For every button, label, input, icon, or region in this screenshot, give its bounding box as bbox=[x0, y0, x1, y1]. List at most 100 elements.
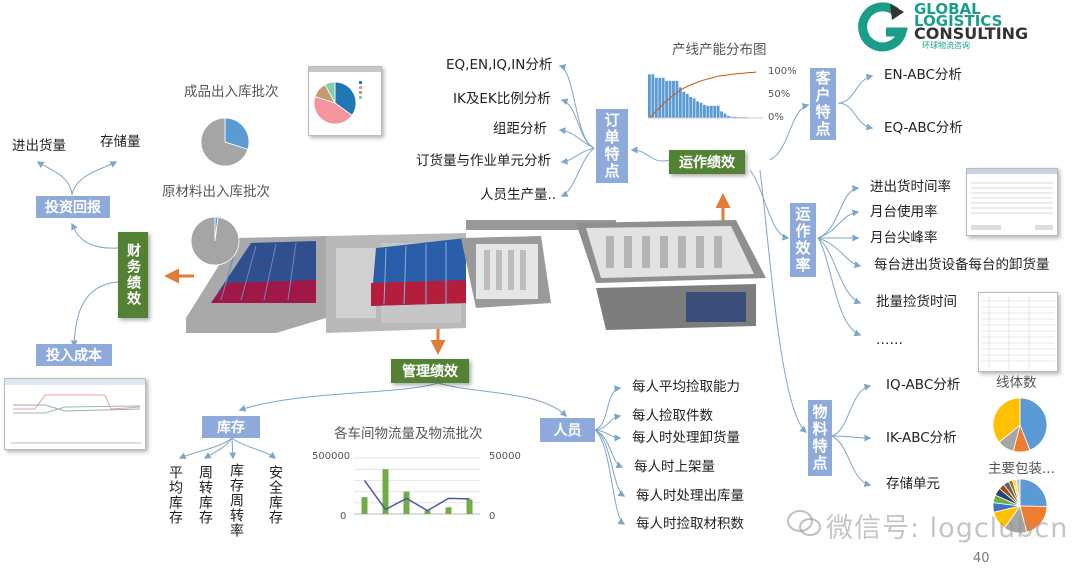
efficiency-item-more: …… bbox=[876, 332, 903, 348]
capacity-bar bbox=[723, 113, 727, 118]
workshop-bar bbox=[466, 499, 473, 514]
workshop-y-tick-max: 500000 bbox=[312, 451, 351, 462]
staff-item-outbound-per-hour: 每人时处理出库量 bbox=[636, 488, 744, 504]
workshop-y2-tick-0: 0 bbox=[489, 511, 496, 522]
capacity-bar bbox=[716, 105, 720, 118]
workshop-bar bbox=[403, 491, 410, 514]
capacity-chart-title: 产线产能分布图 bbox=[672, 42, 767, 58]
capacity-bar bbox=[696, 101, 699, 118]
pie-slice bbox=[200, 117, 249, 167]
pie-slice bbox=[1019, 478, 1048, 507]
capacity-y2-tick-0: 0% bbox=[768, 112, 784, 123]
warehouse-3d-model bbox=[176, 208, 772, 338]
staff-item-picked-pieces: 每人捡取件数 bbox=[632, 408, 713, 424]
capacity-bar bbox=[678, 87, 682, 118]
financial-performance-box[interactable]: 财务绩效 bbox=[118, 232, 148, 318]
investment-return-box[interactable]: 投资回报 bbox=[36, 196, 110, 218]
efficiency-item-unloading: 每台进出货设备每台的卸货量 bbox=[874, 257, 1050, 273]
pie-slice bbox=[1019, 505, 1048, 533]
inventory-item-cycle: 周转库存 bbox=[197, 465, 213, 525]
pie-slice bbox=[1019, 397, 1048, 451]
investment-cost-box[interactable]: 投入成本 bbox=[36, 344, 112, 366]
capacity-bar bbox=[672, 80, 675, 118]
capacity-bar bbox=[675, 80, 679, 118]
order-item-ik-ek: IK及EK比例分析 bbox=[453, 91, 551, 107]
workshop-y-tick-0: 0 bbox=[340, 511, 347, 522]
material-item-storage-unit: 存储单元 bbox=[886, 476, 940, 492]
raw-batch-title: 原材料出入库批次 bbox=[162, 184, 270, 200]
order-item-order-volume: 订货量与作业单元分析 bbox=[416, 153, 551, 169]
logo-line3: CONSULTING bbox=[914, 24, 1029, 43]
staff-item-shelving-per-hour: 每人时上架量 bbox=[634, 459, 715, 475]
wechat-watermark: 微信号: logclubcn bbox=[826, 513, 1069, 544]
material-item-ik-abc: IK-ABC分析 bbox=[886, 430, 957, 446]
wechat-icon bbox=[787, 510, 821, 536]
capacity-bar bbox=[720, 111, 724, 118]
workshop-batch-line bbox=[363, 479, 470, 512]
capacity-cumulative-line bbox=[649, 71, 757, 119]
pie-slice bbox=[190, 216, 240, 266]
workshop-bar bbox=[424, 510, 431, 514]
efficiency-item-dock-peak: 月台尖峰率 bbox=[870, 230, 938, 246]
material-item-iq-abc: IQ-ABC分析 bbox=[886, 377, 961, 393]
capacity-y2-tick-100: 100% bbox=[768, 66, 797, 77]
efficiency-item-batch-picking: 批量捡货时间 bbox=[876, 294, 957, 310]
line-count-title: 线体数 bbox=[996, 375, 1037, 391]
capacity-bar bbox=[668, 80, 672, 118]
workshop-bar bbox=[382, 469, 389, 514]
logo-g-icon bbox=[858, 2, 908, 52]
staff-item-unloading-per-hour: 每人时处理卸货量 bbox=[632, 430, 740, 446]
return-item-storage-volume: 存储量 bbox=[100, 134, 141, 150]
capacity-bar bbox=[651, 74, 655, 118]
finished-batch-pie bbox=[200, 117, 250, 167]
pie-chart-thumbnail bbox=[308, 66, 382, 136]
pie-slice bbox=[313, 96, 353, 125]
company-logo: GLOBAL LOGISTICS CONSULTING 环球物流咨询 bbox=[858, 0, 1038, 54]
order-features-box[interactable]: 订单特点 bbox=[596, 109, 628, 183]
material-features-box[interactable]: 物料特点 bbox=[808, 400, 832, 476]
staff-item-volume-picked: 每人时捡取材积数 bbox=[636, 516, 744, 532]
dialog-table-thumbnail bbox=[966, 168, 1058, 236]
workshop-chart-title: 各车间物流量及物流批次 bbox=[334, 426, 483, 442]
capacity-bar bbox=[658, 77, 662, 118]
capacity-bar bbox=[692, 98, 696, 118]
raw-batch-pie bbox=[190, 216, 240, 266]
capacity-bar bbox=[654, 77, 658, 118]
capacity-bar bbox=[699, 102, 703, 118]
customer-features-box[interactable]: 客户特点 bbox=[810, 68, 836, 140]
inventory-item-turnover-rate: 库存周转率 bbox=[228, 463, 244, 538]
operation-performance-box[interactable]: 运作绩效 bbox=[669, 150, 745, 174]
logo-line1: GLOBAL bbox=[914, 0, 981, 18]
workshop-bar bbox=[361, 497, 368, 514]
capacity-y2-tick-50: 50% bbox=[768, 89, 791, 100]
inventory-item-safety: 安全库存 bbox=[267, 465, 283, 525]
customer-item-eq-abc: EQ-ABC分析 bbox=[884, 120, 963, 136]
pie-slice bbox=[1015, 478, 1021, 507]
inventory-box[interactable]: 库存 bbox=[202, 416, 260, 438]
order-item-group-distance: 组距分析 bbox=[493, 121, 547, 137]
capacity-bar bbox=[733, 116, 737, 118]
line-count-pie bbox=[992, 397, 1048, 453]
capacity-bar bbox=[713, 105, 717, 118]
management-performance-box[interactable]: 管理绩效 bbox=[391, 359, 469, 383]
capacity-bar bbox=[665, 80, 669, 118]
workshop-y2-tick-max: 50000 bbox=[489, 451, 521, 462]
staff-box[interactable]: 人员 bbox=[540, 418, 595, 442]
packaging-pie bbox=[992, 478, 1048, 534]
capacity-bar bbox=[661, 77, 665, 118]
order-item-staff-output: 人员生产量.. bbox=[480, 187, 557, 203]
pie-slice bbox=[992, 397, 1021, 443]
page-number: 40 bbox=[973, 551, 990, 566]
capacity-bar bbox=[689, 97, 693, 118]
customer-item-en-abc: EN-ABC分析 bbox=[884, 67, 962, 83]
spreadsheet-thumbnail bbox=[978, 292, 1058, 372]
operation-efficiency-box[interactable]: 运作效率 bbox=[790, 203, 816, 277]
capacity-bar bbox=[685, 93, 689, 118]
workshop-bar bbox=[445, 507, 452, 514]
order-item-eq-en-iq-in: EQ,EN,IQ,IN分析 bbox=[446, 57, 553, 73]
capacity-bar bbox=[706, 105, 710, 118]
capacity-bar bbox=[682, 91, 686, 118]
return-item-inout-volume: 进出货量 bbox=[12, 138, 66, 154]
logo-subtitle: 环球物流咨询 bbox=[922, 41, 970, 50]
